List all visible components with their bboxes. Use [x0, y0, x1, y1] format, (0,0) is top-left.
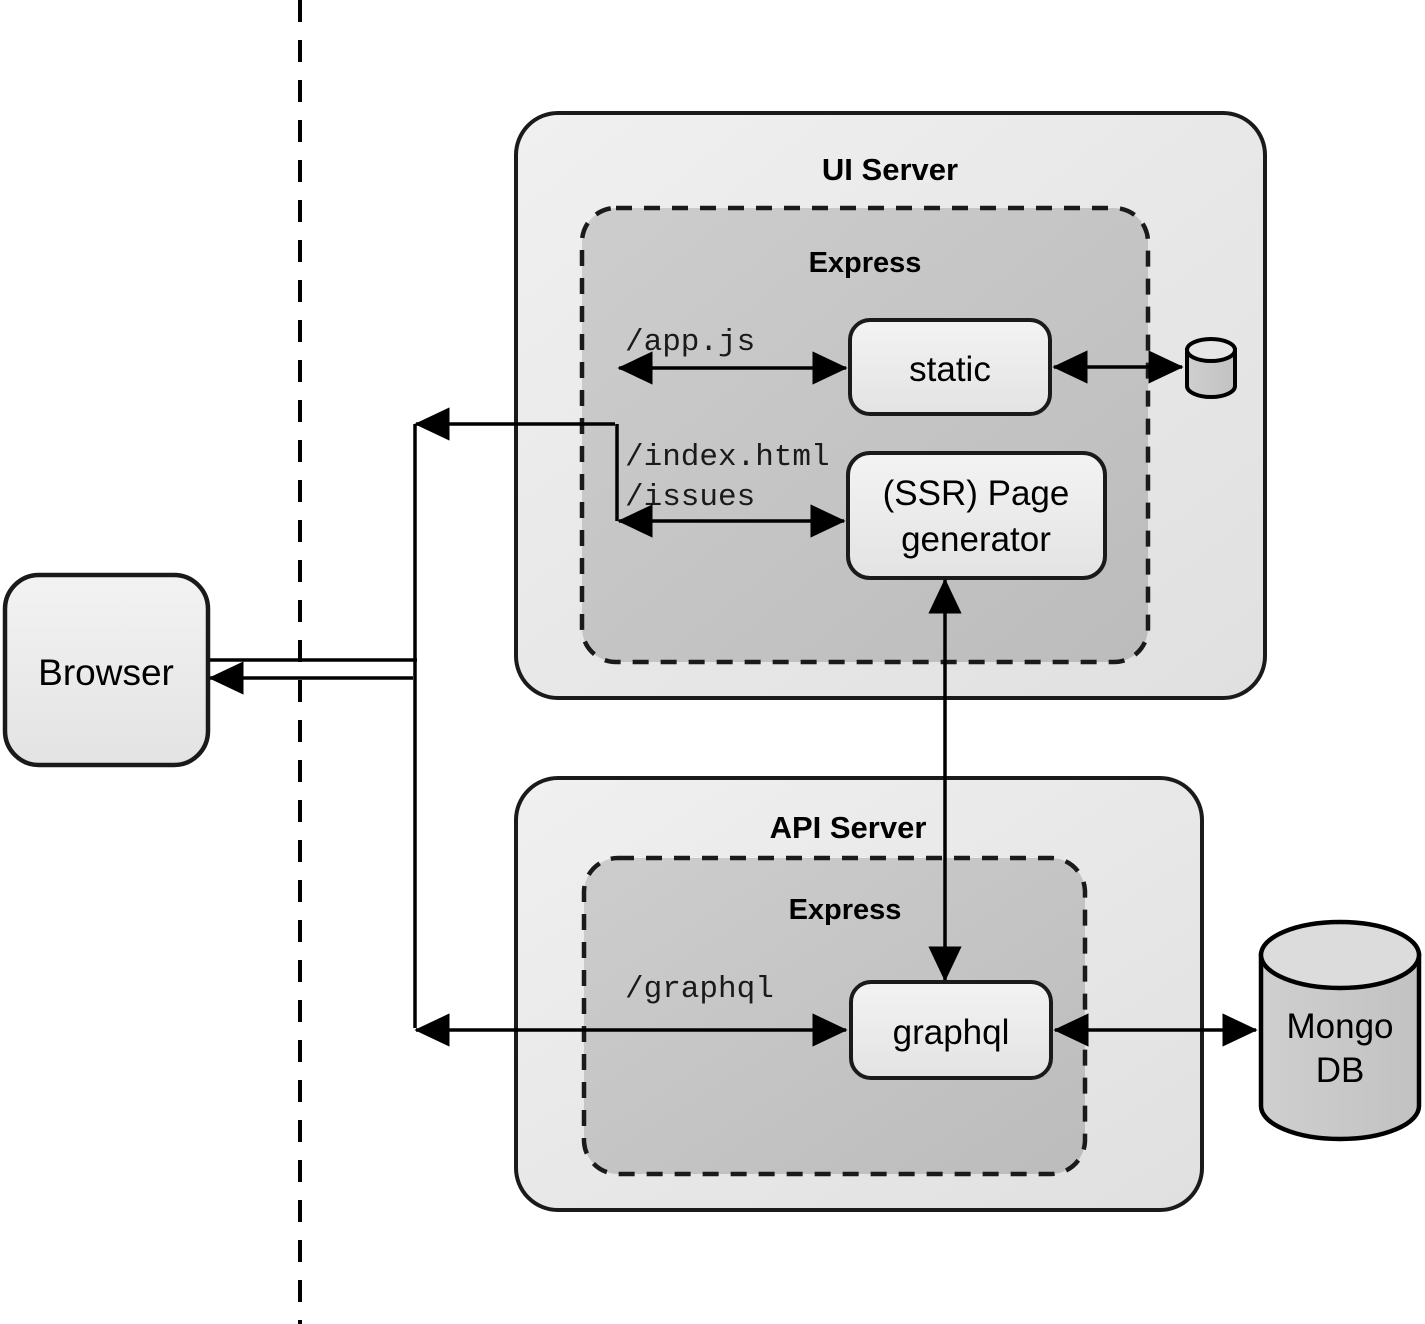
node-browser-label: Browser [38, 652, 174, 693]
node-static[interactable] [848, 318, 1052, 416]
node-browser[interactable] [2, 572, 211, 768]
api-server-title: API Server [770, 810, 927, 845]
node-ssr-page-generator[interactable] [846, 451, 1107, 580]
api-server-express-title: Express [789, 894, 902, 926]
ui-server-express-title: Express [809, 247, 922, 279]
node-static-label: static [909, 350, 991, 389]
node-mongodb-label-line1: Mongo [1286, 1007, 1393, 1046]
node-ssr-label-line1: (SSR) Page [883, 474, 1070, 513]
route-label-index-html: /index.html [625, 440, 830, 475]
node-mongodb[interactable] [1258, 919, 1422, 1142]
route-label-issues: /issues [625, 480, 755, 515]
node-mongodb-label-line2: DB [1316, 1051, 1365, 1090]
filestore-cylinder-icon [1185, 337, 1237, 399]
route-label-app-js: /app.js [625, 325, 755, 360]
route-label-graphql: /graphql [625, 972, 774, 1007]
ui-server-title: UI Server [822, 152, 958, 187]
node-ssr-label-line2: generator [901, 520, 1051, 559]
node-graphql[interactable] [849, 980, 1053, 1080]
node-graphql-label: graphql [893, 1013, 1010, 1052]
